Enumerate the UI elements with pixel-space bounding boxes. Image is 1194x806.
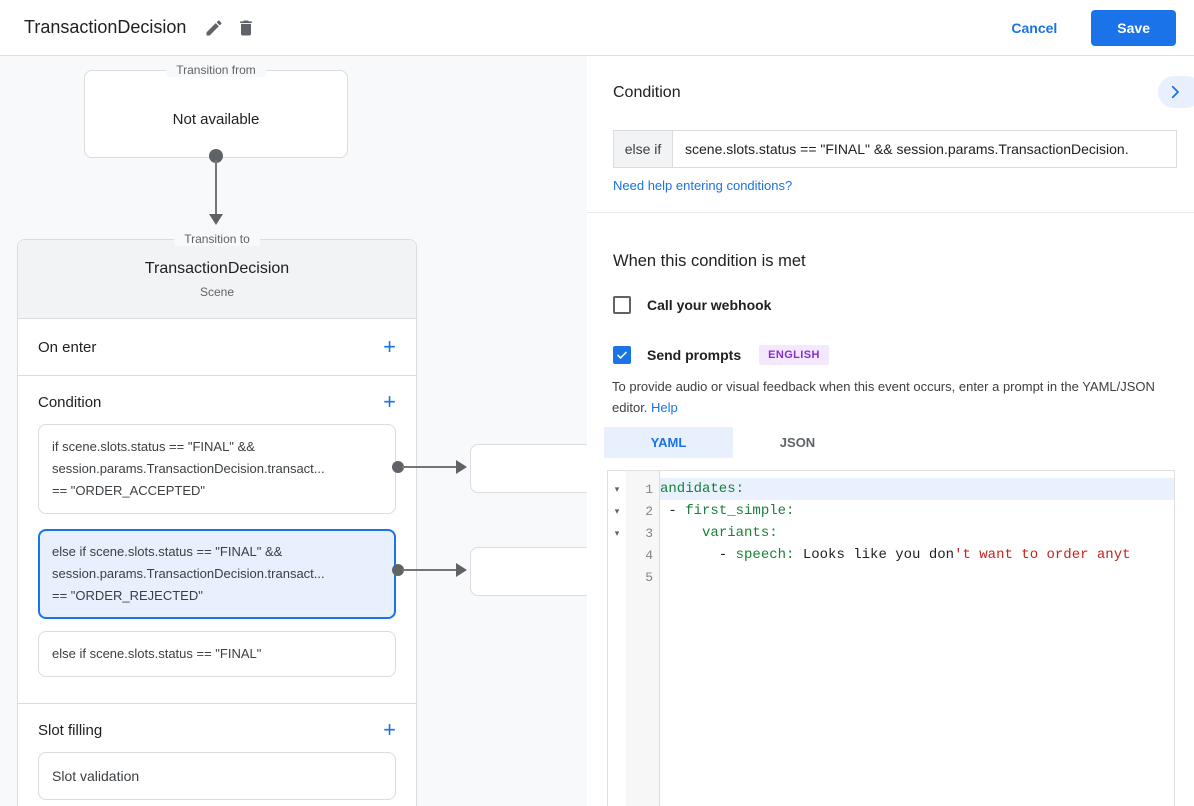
slot-filling-section: Slot filling + Slot validation — [18, 704, 416, 806]
code-line[interactable]: ▾ 1 andidates: — [608, 478, 1174, 500]
connector-arrowhead — [209, 214, 223, 225]
code-line[interactable]: 4 - speech: Looks like you don't want to… — [608, 544, 1174, 566]
condition-card[interactable]: else if scene.slots.status == "FINAL" — [38, 631, 396, 677]
condition-card-line: session.params.TransactionDecision.trans… — [52, 461, 325, 476]
editor-tabs: YAML JSON — [604, 427, 862, 458]
slot-filling-label: Slot filling — [38, 721, 103, 739]
condition-expression-input[interactable] — [673, 131, 1176, 167]
condition-card[interactable]: else if scene.slots.status == "FINAL" &&… — [38, 529, 396, 619]
send-prompts-row: Send prompts ENGLISH — [613, 345, 829, 365]
add-condition-button[interactable]: + — [383, 389, 396, 414]
condition-card-line: == "ORDER_ACCEPTED" — [52, 483, 205, 498]
condition-card[interactable]: if scene.slots.status == "FINAL" && sessi… — [38, 424, 396, 514]
line-number: 2 — [645, 503, 653, 519]
code-text: andidates: — [660, 478, 1174, 500]
panel-divider — [587, 212, 1194, 213]
scene-card-header: TransactionDecision Scene — [18, 240, 416, 319]
connector-line — [215, 160, 217, 216]
line-number: 5 — [645, 569, 653, 585]
condition1-connector-arrowhead — [456, 460, 467, 474]
add-slot-button[interactable]: + — [383, 717, 396, 742]
line-number: 4 — [645, 547, 653, 563]
tab-json[interactable]: JSON — [779, 435, 816, 450]
condition-card-line: else if scene.slots.status == "FINAL" — [52, 646, 262, 661]
language-badge: ENGLISH — [759, 345, 829, 365]
trash-icon — [240, 20, 253, 35]
on-enter-section: On enter + — [18, 319, 416, 376]
condition-prefix-label: else if — [614, 131, 673, 167]
call-webhook-label: Call your webhook — [647, 297, 772, 313]
condition-card-line: else if scene.slots.status == "FINAL" && — [52, 544, 283, 559]
code-line[interactable]: 5 — [608, 566, 1174, 588]
condition1-connector-dot — [392, 461, 404, 473]
collapse-panel-button[interactable] — [1158, 76, 1194, 108]
condition-card-line: session.params.TransactionDecision.trans… — [52, 566, 325, 581]
condition-card-line: if scene.slots.status == "FINAL" && — [52, 439, 255, 454]
transition-from-legend: Transition from — [166, 63, 266, 77]
checkmark-icon — [617, 351, 627, 359]
scene-diagram-canvas: Transition from Not available Transition… — [0, 56, 587, 806]
when-condition-heading: When this condition is met — [613, 252, 806, 270]
help-link[interactable]: Help — [651, 400, 678, 415]
yaml-code-editor[interactable]: ▾ 1 andidates: ▾ 2 - first_simple: ▾ 3 variant… — [607, 470, 1175, 806]
scene-name: TransactionDecision — [144, 260, 290, 277]
transition-from-box[interactable]: Transition from Not available — [84, 63, 348, 158]
panel-heading: Condition — [613, 84, 681, 101]
condition2-connector-line — [402, 569, 458, 571]
tab-yaml[interactable]: YAML — [604, 427, 733, 458]
page-title: TransactionDecision — [24, 17, 187, 37]
call-webhook-checkbox[interactable] — [613, 296, 631, 314]
send-prompts-checkbox[interactable] — [613, 346, 631, 364]
condition2-connector-dot — [392, 564, 404, 576]
editor-gutter — [626, 471, 660, 806]
transition-to-legend: Transition to — [174, 232, 260, 246]
condition-card-list: if scene.slots.status == "FINAL" && sessi… — [18, 424, 416, 677]
transition-target-box[interactable] — [470, 444, 587, 493]
line-number: 3 — [645, 525, 653, 541]
code-line[interactable]: ▾ 3 variants: — [608, 522, 1174, 544]
code-lines: ▾ 1 andidates: ▾ 2 - first_simple: ▾ 3 variant… — [608, 471, 1174, 588]
code-text: - speech: Looks like you don't want to o… — [660, 547, 1131, 563]
transition-from-value: Not available — [172, 111, 260, 128]
delete-scene-button[interactable] — [230, 12, 262, 44]
save-button[interactable]: Save — [1091, 9, 1176, 46]
on-enter-label: On enter — [38, 338, 97, 356]
send-prompts-label: Send prompts — [647, 347, 742, 363]
slot-validation-card[interactable]: Slot validation — [38, 752, 396, 800]
code-line[interactable]: ▾ 2 - first_simple: — [608, 500, 1174, 522]
prompt-helper-text: To provide audio or visual feedback when… — [612, 376, 1162, 418]
fold-arrow-icon[interactable]: ▾ — [614, 527, 620, 538]
code-text: variants: — [702, 525, 778, 541]
add-on-enter-button[interactable]: + — [383, 334, 396, 359]
chevron-right-icon — [1171, 85, 1179, 99]
connector-dot — [209, 149, 223, 163]
line-number: 1 — [645, 481, 653, 497]
helper-text-body: To provide audio or visual feedback when… — [612, 379, 1155, 415]
transition-target-box[interactable] — [470, 547, 587, 596]
fold-arrow-icon[interactable]: ▾ — [614, 483, 620, 494]
scene-type-label: Scene — [199, 285, 235, 299]
condition-input-group: else if — [613, 130, 1177, 168]
condition-section-label: Condition — [38, 393, 102, 411]
code-text: - first_simple: — [660, 503, 795, 519]
condition-detail-panel: Condition else if Need help entering con… — [587, 56, 1194, 806]
condition1-connector-line — [402, 466, 458, 468]
app-header: TransactionDecision Cancel Save — [0, 0, 1194, 56]
fold-arrow-icon[interactable]: ▾ — [614, 505, 620, 516]
cancel-button[interactable]: Cancel — [1011, 19, 1058, 36]
condition-help-link[interactable]: Need help entering conditions? — [613, 178, 793, 193]
condition-card-line: == "ORDER_REJECTED" — [52, 588, 203, 603]
edit-title-button[interactable] — [198, 12, 230, 44]
condition-section: Condition + if scene.slots.status == "FI… — [18, 376, 416, 704]
condition2-connector-arrowhead — [456, 563, 467, 577]
webhook-row: Call your webhook — [613, 296, 771, 314]
pencil-icon — [206, 19, 222, 35]
scene-card: Transition to TransactionDecision Scene … — [17, 232, 417, 806]
code-text — [660, 566, 1174, 588]
